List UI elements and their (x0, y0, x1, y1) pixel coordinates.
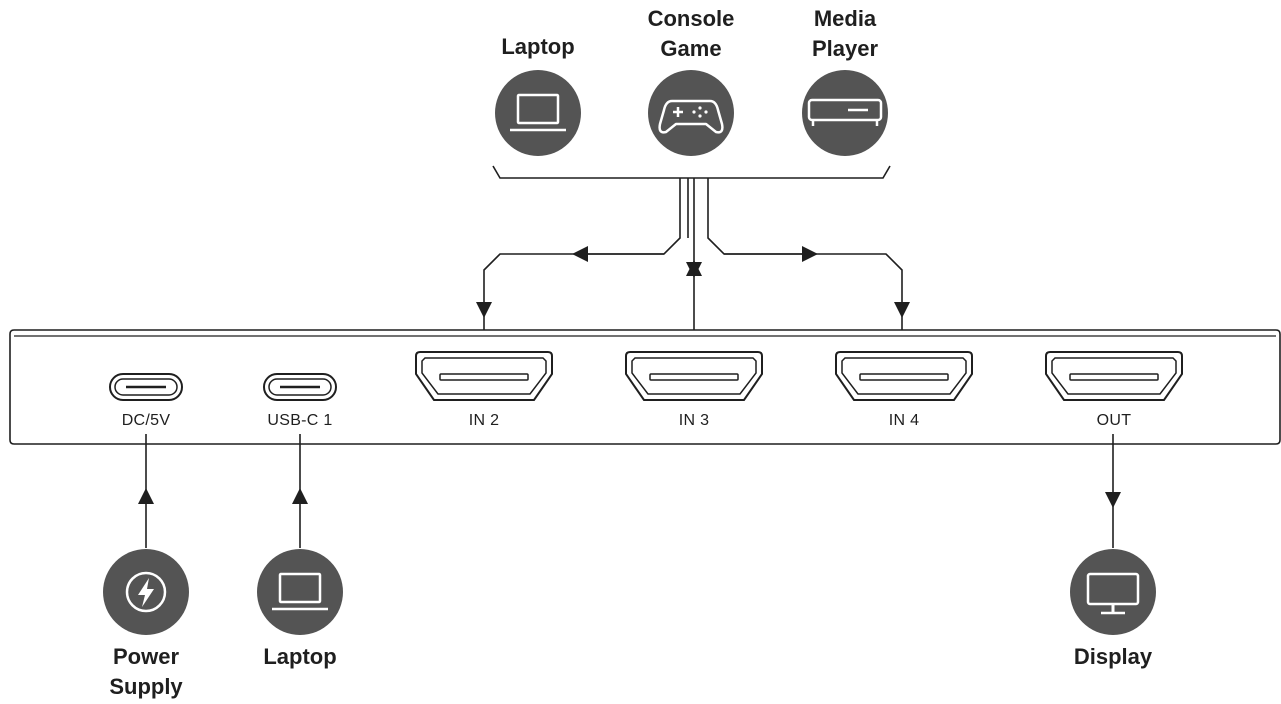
port-in-4 (835, 351, 973, 401)
port-out (1045, 351, 1183, 401)
power-supply-label: Power Supply (86, 642, 206, 702)
port-in-2 (415, 351, 553, 401)
top-laptop-label-line2: Laptop (501, 34, 575, 59)
console-game-label-line1: Console (647, 6, 735, 31)
top-laptop-device (495, 70, 581, 156)
top-console-game-label: Console Game (631, 4, 751, 64)
monitor-icon (1086, 572, 1140, 615)
route-to-in3 (688, 178, 694, 270)
console-game-label-line2: Game (660, 36, 722, 61)
port-label-in-2: IN 2 (468, 412, 500, 429)
bottom-laptop-label: Laptop (240, 642, 360, 672)
media-player-label-line2: Player (811, 36, 879, 61)
media-player-icon (807, 98, 883, 126)
display-label: Display (1053, 642, 1173, 672)
display-label-line1: Display (1073, 644, 1153, 669)
port-usb-c-1 (263, 373, 337, 401)
bottom-laptop-device (257, 549, 343, 635)
media-player-label-line1: Media (813, 6, 877, 31)
bottom-laptop-label-line1: Laptop (263, 644, 337, 669)
top-console-game-device (648, 70, 734, 156)
top-media-player-device (802, 70, 888, 156)
bottom-power-supply-device (103, 549, 189, 635)
bottom-display-device (1070, 549, 1156, 635)
top-laptop-label: Laptop (478, 32, 598, 62)
route-to-in4 (707, 178, 910, 318)
power-supply-label-line2: Supply (109, 674, 183, 699)
port-label-in-4: IN 4 (888, 412, 920, 429)
bottom-lines (138, 434, 1121, 548)
routing-lines (476, 178, 910, 346)
port-in-3 (625, 351, 763, 401)
port-label-out: OUT (1096, 412, 1132, 429)
top-media-player-label: Media Player (785, 4, 905, 64)
power-supply-label-line1: Power (112, 644, 180, 669)
gamepad-icon (658, 99, 724, 134)
port-label-dc-5v: DC/5V (121, 412, 171, 429)
port-dc-5v (109, 373, 183, 401)
power-bolt-icon (125, 571, 167, 613)
port-label-in-3: IN 3 (678, 412, 710, 429)
laptop-icon (272, 572, 328, 611)
route-to-in2 (476, 178, 681, 318)
laptop-icon (510, 93, 566, 132)
port-label-usb-c-1: USB-C 1 (267, 412, 333, 429)
source-bracket (492, 165, 891, 179)
